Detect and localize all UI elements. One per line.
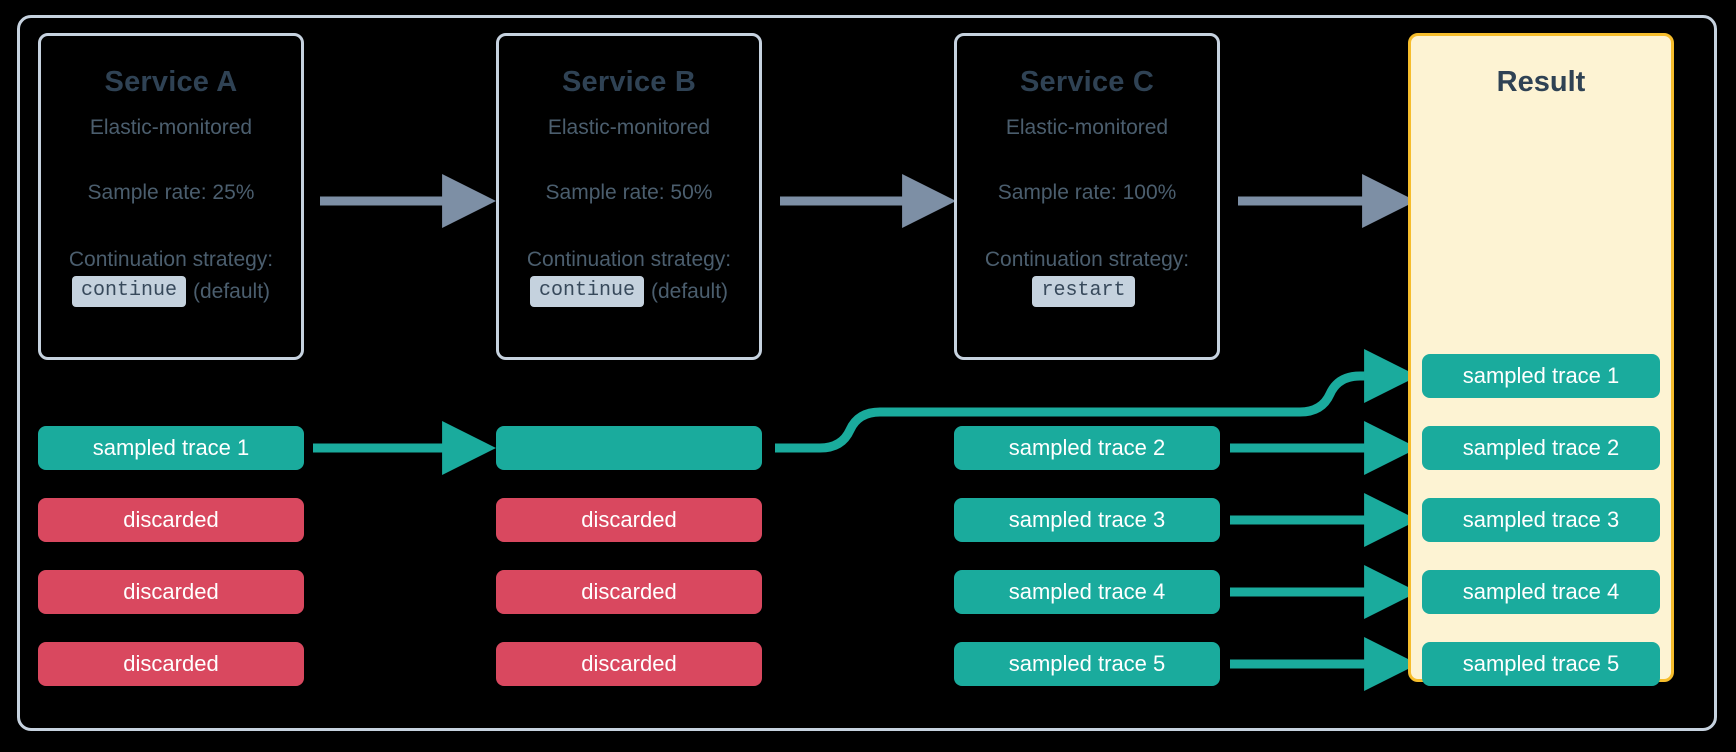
list-item: sampled trace 1 — [1422, 354, 1660, 398]
service-b-strategy-note: (default) — [650, 279, 729, 303]
list-item: sampled trace 1 — [38, 426, 304, 470]
list-item: discarded — [38, 642, 304, 686]
result-title: Result — [1496, 66, 1586, 98]
service-a-continuation: Continuation strategy: continue(default) — [41, 244, 301, 307]
service-b-strategy-code: continue — [529, 275, 644, 307]
list-item: sampled trace 5 — [954, 642, 1220, 686]
service-card-a: Service A Elastic-monitored Sample rate:… — [38, 33, 304, 360]
list-item: discarded — [38, 498, 304, 542]
list-item: sampled trace 3 — [954, 498, 1220, 542]
service-a-continuation-label: Continuation strategy: — [68, 248, 274, 271]
service-a-subtitle: Elastic-monitored — [89, 116, 253, 139]
service-c-strategy-code: restart — [1032, 275, 1135, 307]
service-c-sample-rate: Sample rate: 100% — [997, 181, 1177, 204]
service-b-subtitle: Elastic-monitored — [547, 116, 711, 139]
service-a-strategy-note: (default) — [192, 279, 271, 303]
outer-frame — [17, 15, 1717, 731]
service-card-b: Service B Elastic-monitored Sample rate:… — [496, 33, 762, 360]
service-b-continuation: Continuation strategy: continue(default) — [499, 244, 759, 307]
list-item: sampled trace 2 — [954, 426, 1220, 470]
list-item: discarded — [496, 498, 762, 542]
list-item: sampled trace 4 — [954, 570, 1220, 614]
list-item: discarded — [496, 570, 762, 614]
service-a-title: Service A — [104, 66, 238, 98]
service-a-strategy-code: continue — [71, 275, 186, 307]
list-item: sampled trace 5 — [1422, 642, 1660, 686]
list-item: sampled trace 3 — [1422, 498, 1660, 542]
service-c-continuation-label: Continuation strategy: — [984, 248, 1190, 271]
service-b-title: Service B — [562, 66, 696, 98]
service-c-subtitle: Elastic-monitored — [1005, 116, 1169, 139]
list-item: discarded — [38, 570, 304, 614]
list-item: sampled trace 4 — [1422, 570, 1660, 614]
service-c-continuation: Continuation strategy: restart — [957, 244, 1217, 307]
list-item: sampled trace 2 — [1422, 426, 1660, 470]
service-b-sample-rate: Sample rate: 50% — [545, 181, 713, 204]
service-b-continuation-label: Continuation strategy: — [526, 248, 732, 271]
service-c-title: Service C — [1020, 66, 1154, 98]
list-item — [496, 426, 762, 470]
list-item: discarded — [496, 642, 762, 686]
service-a-sample-rate: Sample rate: 25% — [87, 181, 255, 204]
service-card-c: Service C Elastic-monitored Sample rate:… — [954, 33, 1220, 360]
